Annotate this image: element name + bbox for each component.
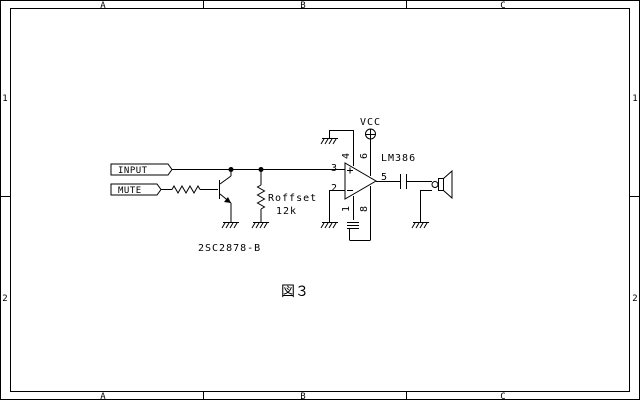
zone-label-bottom-c: C bbox=[500, 392, 505, 400]
pin5-label: 5 bbox=[381, 172, 387, 183]
mute-port-label: MUTE bbox=[118, 186, 142, 196]
vcc-net bbox=[365, 128, 376, 176]
output-net bbox=[376, 174, 432, 189]
zone-label-top-b: B bbox=[300, 1, 305, 11]
mute-port: MUTE bbox=[110, 183, 162, 196]
base-resistor bbox=[161, 184, 218, 195]
transistor-2sc2878b bbox=[219, 169, 232, 222]
zone-label-bottom-b: B bbox=[300, 392, 305, 400]
figure-caption: 図３ bbox=[281, 284, 309, 300]
input-port: INPUT bbox=[110, 163, 173, 176]
zone-label-top-c: C bbox=[500, 1, 505, 11]
resistor-roffset bbox=[256, 169, 266, 222]
lm386-amplifier bbox=[344, 162, 377, 200]
row-label-left-1: 1 bbox=[2, 94, 7, 104]
pin4-net bbox=[320, 130, 354, 166]
lm386-label: LM386 bbox=[381, 153, 416, 164]
zone-label-bottom-a: A bbox=[100, 392, 106, 400]
row-label-left-2: 2 bbox=[2, 294, 7, 304]
pin2-label: 2 bbox=[331, 183, 337, 194]
pin2-net bbox=[320, 190, 345, 229]
transistor-label: 2SC2878-B bbox=[198, 243, 261, 254]
ground-symbol bbox=[251, 222, 269, 229]
pin1-pin8-net bbox=[347, 186, 371, 241]
row-label-right-1: 1 bbox=[632, 94, 637, 104]
row-label-right-2: 2 bbox=[632, 294, 637, 304]
input-net bbox=[172, 167, 345, 172]
roffset-value-label: 12k bbox=[276, 206, 297, 217]
speaker-icon bbox=[411, 169, 453, 229]
ground-symbol bbox=[221, 222, 239, 229]
pin6-label: 6 bbox=[359, 153, 370, 159]
vcc-label: VCC bbox=[360, 117, 381, 128]
zone-label-top-a: A bbox=[100, 1, 106, 11]
roffset-name-label: Roffset bbox=[268, 193, 317, 204]
input-port-label: INPUT bbox=[118, 166, 148, 176]
pin1-label: 1 bbox=[341, 206, 352, 212]
pin3-label: 3 bbox=[331, 163, 337, 174]
inner-frame bbox=[10, 8, 630, 392]
pin4-label: 4 bbox=[341, 153, 352, 159]
pin8-label: 8 bbox=[359, 206, 370, 212]
